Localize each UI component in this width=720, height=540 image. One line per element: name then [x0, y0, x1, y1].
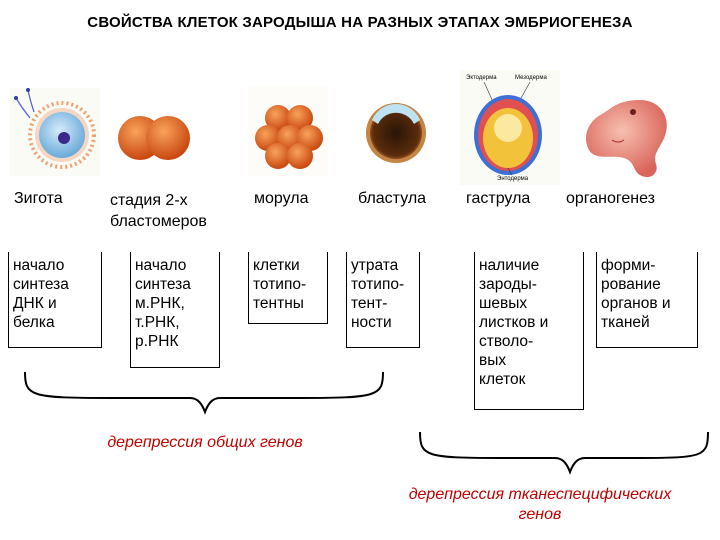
page-title: СВОЙСТВА КЛЕТОК ЗАРОДЫША НА РАЗНЫХ ЭТАПА… [87, 14, 633, 31]
stage-label-two-blastomeres: стадия 2-х бластомеров [110, 192, 207, 230]
stage-label-morula: морула [254, 190, 309, 207]
mesoderm-label: Мезодерма [515, 75, 547, 81]
zygote-icon [10, 88, 100, 176]
stage-label-organogenesis: органогенез [566, 190, 656, 207]
gastrula-icon: Эктодерма Мезодерма Энтодерма [460, 70, 560, 185]
morula-icon [248, 86, 328, 176]
property-box-organogenesis: форми- рование органов и тканей [596, 252, 698, 348]
property-box-blastula: утрата тотипо- тент- ности [346, 252, 420, 348]
blastula-icon [366, 103, 426, 163]
note-tissue-genes-line1: дерепрессия тканеспецифических [408, 486, 672, 503]
organogenesis-icon [585, 100, 667, 178]
property-box-morula: клетки тотипо- тентны [248, 252, 328, 324]
stage-label-zygote: Зигота [14, 190, 63, 207]
note-general-genes: дерепрессия общих генов [107, 434, 303, 451]
ectoderm-label: Эктодерма [466, 75, 497, 81]
two-blastomeres-icon [118, 116, 190, 160]
property-box-two-blastomeres: начало синтеза м.РНК, т.РНК, р.РНК [130, 252, 220, 368]
property-box-gastrula: наличие зароды- шевых листков и стволо- … [474, 252, 584, 410]
property-box-zygote: начало синтеза ДНК и белка [8, 252, 102, 348]
brace-tissue-genes [419, 431, 709, 475]
stage-label-blastula: бластула [358, 190, 427, 207]
note-tissue-genes-line2: генов [518, 506, 562, 523]
brace-general-genes [24, 371, 384, 415]
endoderm-label: Энтодерма [497, 176, 529, 182]
stage-label-gastrula: гаструла [466, 190, 531, 207]
